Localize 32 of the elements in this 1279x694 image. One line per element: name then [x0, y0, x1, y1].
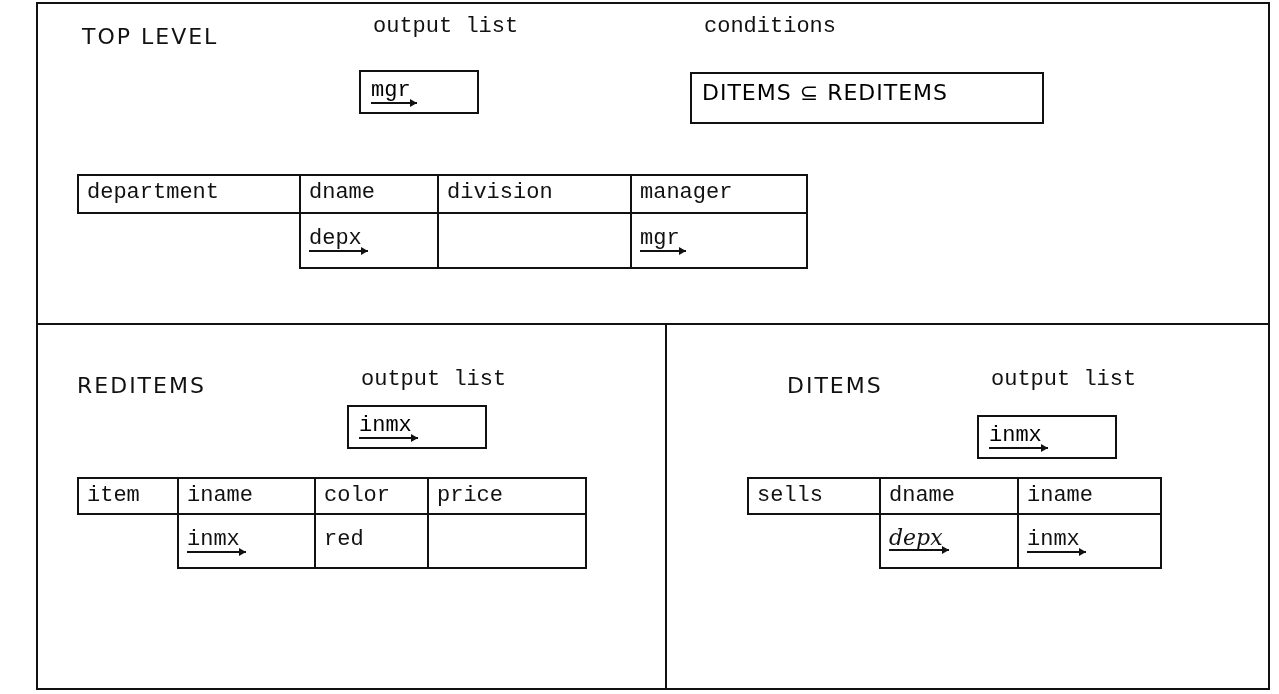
constant-value: red: [324, 527, 364, 552]
table-cell: [299, 212, 439, 269]
example-value: inmx: [359, 415, 418, 439]
query-panel: [665, 323, 1270, 690]
column-header: iname: [1017, 477, 1162, 515]
table-cell: [1017, 513, 1162, 569]
column-header: department: [77, 174, 301, 214]
example-value: depx: [889, 527, 949, 551]
table-cell: [630, 212, 808, 269]
panel-title: DITEMS: [787, 373, 883, 398]
empty-cell: [427, 513, 587, 569]
example-value: mgr: [640, 228, 686, 252]
example-value: inmx: [1027, 529, 1086, 553]
query-panel: [36, 2, 1270, 325]
box-heading: output list: [373, 14, 519, 39]
example-value: mgr: [371, 80, 417, 104]
box-heading: output list: [991, 367, 1137, 392]
box-heading: output list: [361, 367, 507, 392]
condition-text: DITEMS ⊆ REDITEMS: [702, 80, 949, 105]
example-value: inmx: [187, 529, 246, 553]
example-value: inmx: [989, 425, 1048, 449]
column-header: manager: [630, 174, 808, 214]
box-heading: conditions: [704, 14, 837, 39]
column-header: price: [427, 477, 587, 515]
panel-title: REDITEMS: [77, 373, 206, 398]
query-panel: [36, 323, 667, 690]
column-header: item: [77, 477, 179, 515]
table-cell: [879, 513, 1019, 569]
column-header: sells: [747, 477, 881, 515]
panel-title: TOP LEVEL: [82, 24, 219, 49]
table-cell: [177, 513, 316, 569]
example-value: depx: [309, 228, 368, 252]
